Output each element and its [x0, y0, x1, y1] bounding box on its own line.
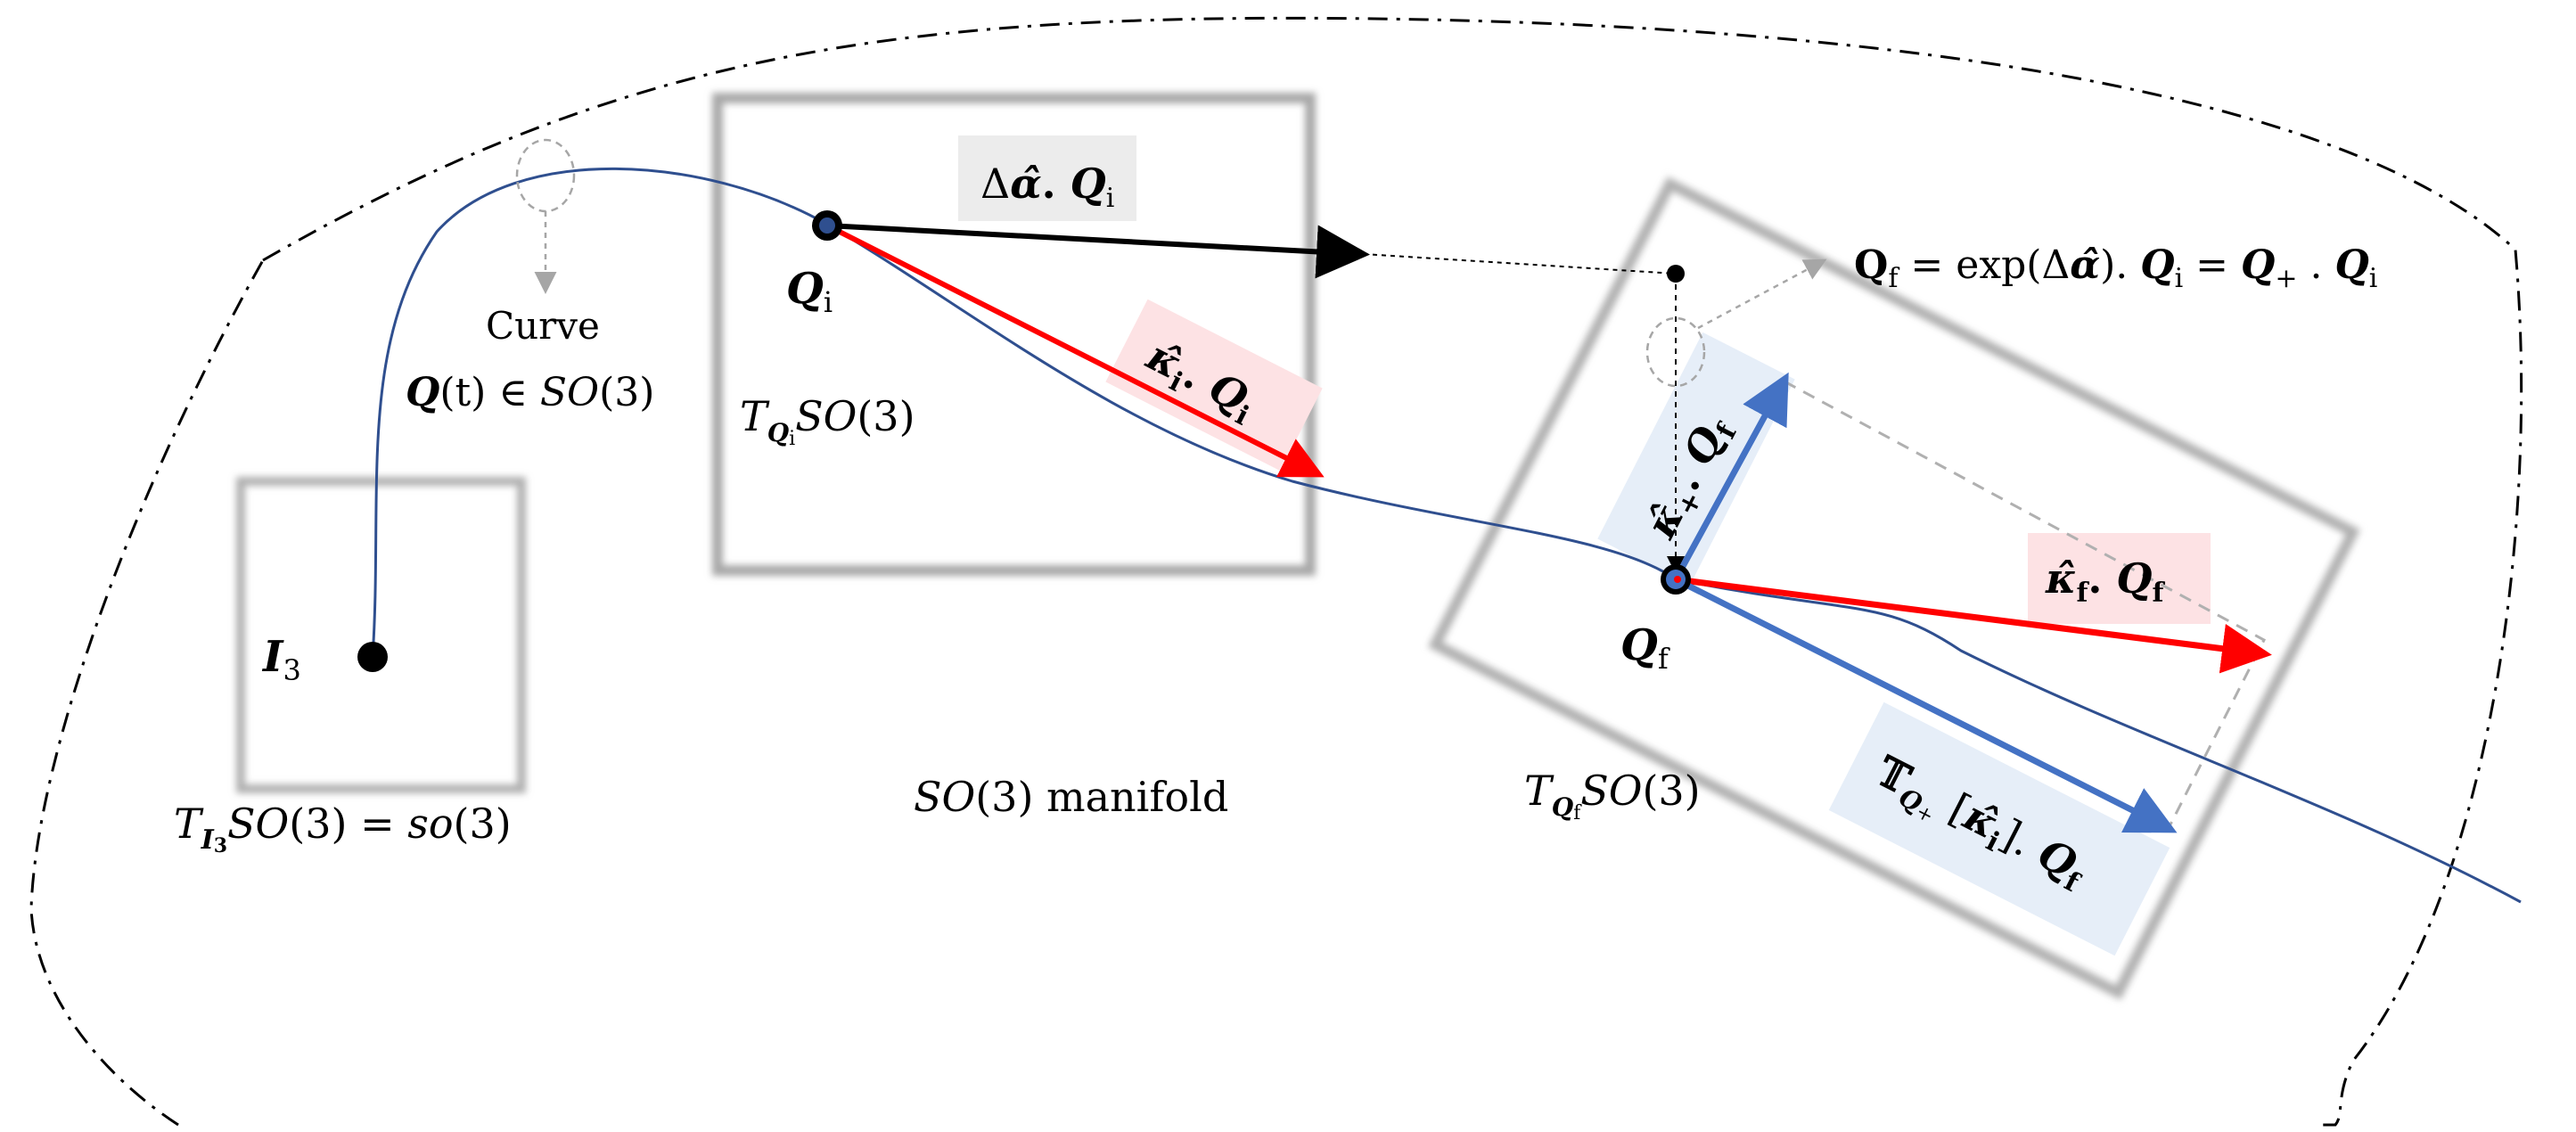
delta-alpha-connector [1363, 253, 1677, 275]
kappa-plus-vector [1672, 372, 1789, 581]
qf-label: Qf [1620, 620, 1670, 676]
tangent-plane-qf [1428, 176, 2360, 1000]
tangent-identity-label: TI3SO(3) = so(3) [174, 800, 512, 857]
kappa-i-label-bg [1105, 299, 1323, 472]
manifold-boundary [29, 16, 2523, 1127]
kappa-f-label: κ̂f. Qf [2045, 554, 2166, 609]
kappa-f-vector [1675, 576, 2272, 674]
delta-alpha-label-bg [958, 135, 1136, 221]
delta-alpha-label: Δα̂. Qi [980, 160, 1114, 214]
exp-point [1667, 265, 1685, 283]
transport-label-bg [1828, 701, 2170, 956]
manifold-label: SO(3) manifold [914, 773, 1228, 821]
identity-point [357, 642, 388, 672]
equation-callout-arrow [1697, 258, 1827, 330]
curve-q-t [371, 167, 2522, 904]
qi-point-inner [819, 217, 835, 234]
identity-label: I3 [261, 632, 301, 687]
tangent-plane-identity [236, 477, 526, 793]
equation-callout-circle [1645, 316, 1706, 388]
tangent-qf-label: TQfSO(3) [1524, 767, 1701, 824]
tangent-plane-qi [712, 93, 1316, 576]
transport-vector [1674, 576, 2178, 833]
equation-label: Qf = exp(Δα̂). Qi = Q+ . Qi [1854, 242, 2377, 294]
qf-point-center [1674, 576, 1681, 583]
qi-label: Qi [786, 264, 833, 319]
kappa-i-vector [825, 223, 1325, 478]
kappa-f-label-bg [2028, 533, 2211, 624]
curve-label-expression: Q(t) ∈ SO(3) [406, 370, 654, 415]
curve-label-word: Curve [486, 304, 600, 348]
tangent-qi-label: TQiSO(3) [740, 392, 915, 450]
delta-alpha-vector [826, 223, 1370, 279]
